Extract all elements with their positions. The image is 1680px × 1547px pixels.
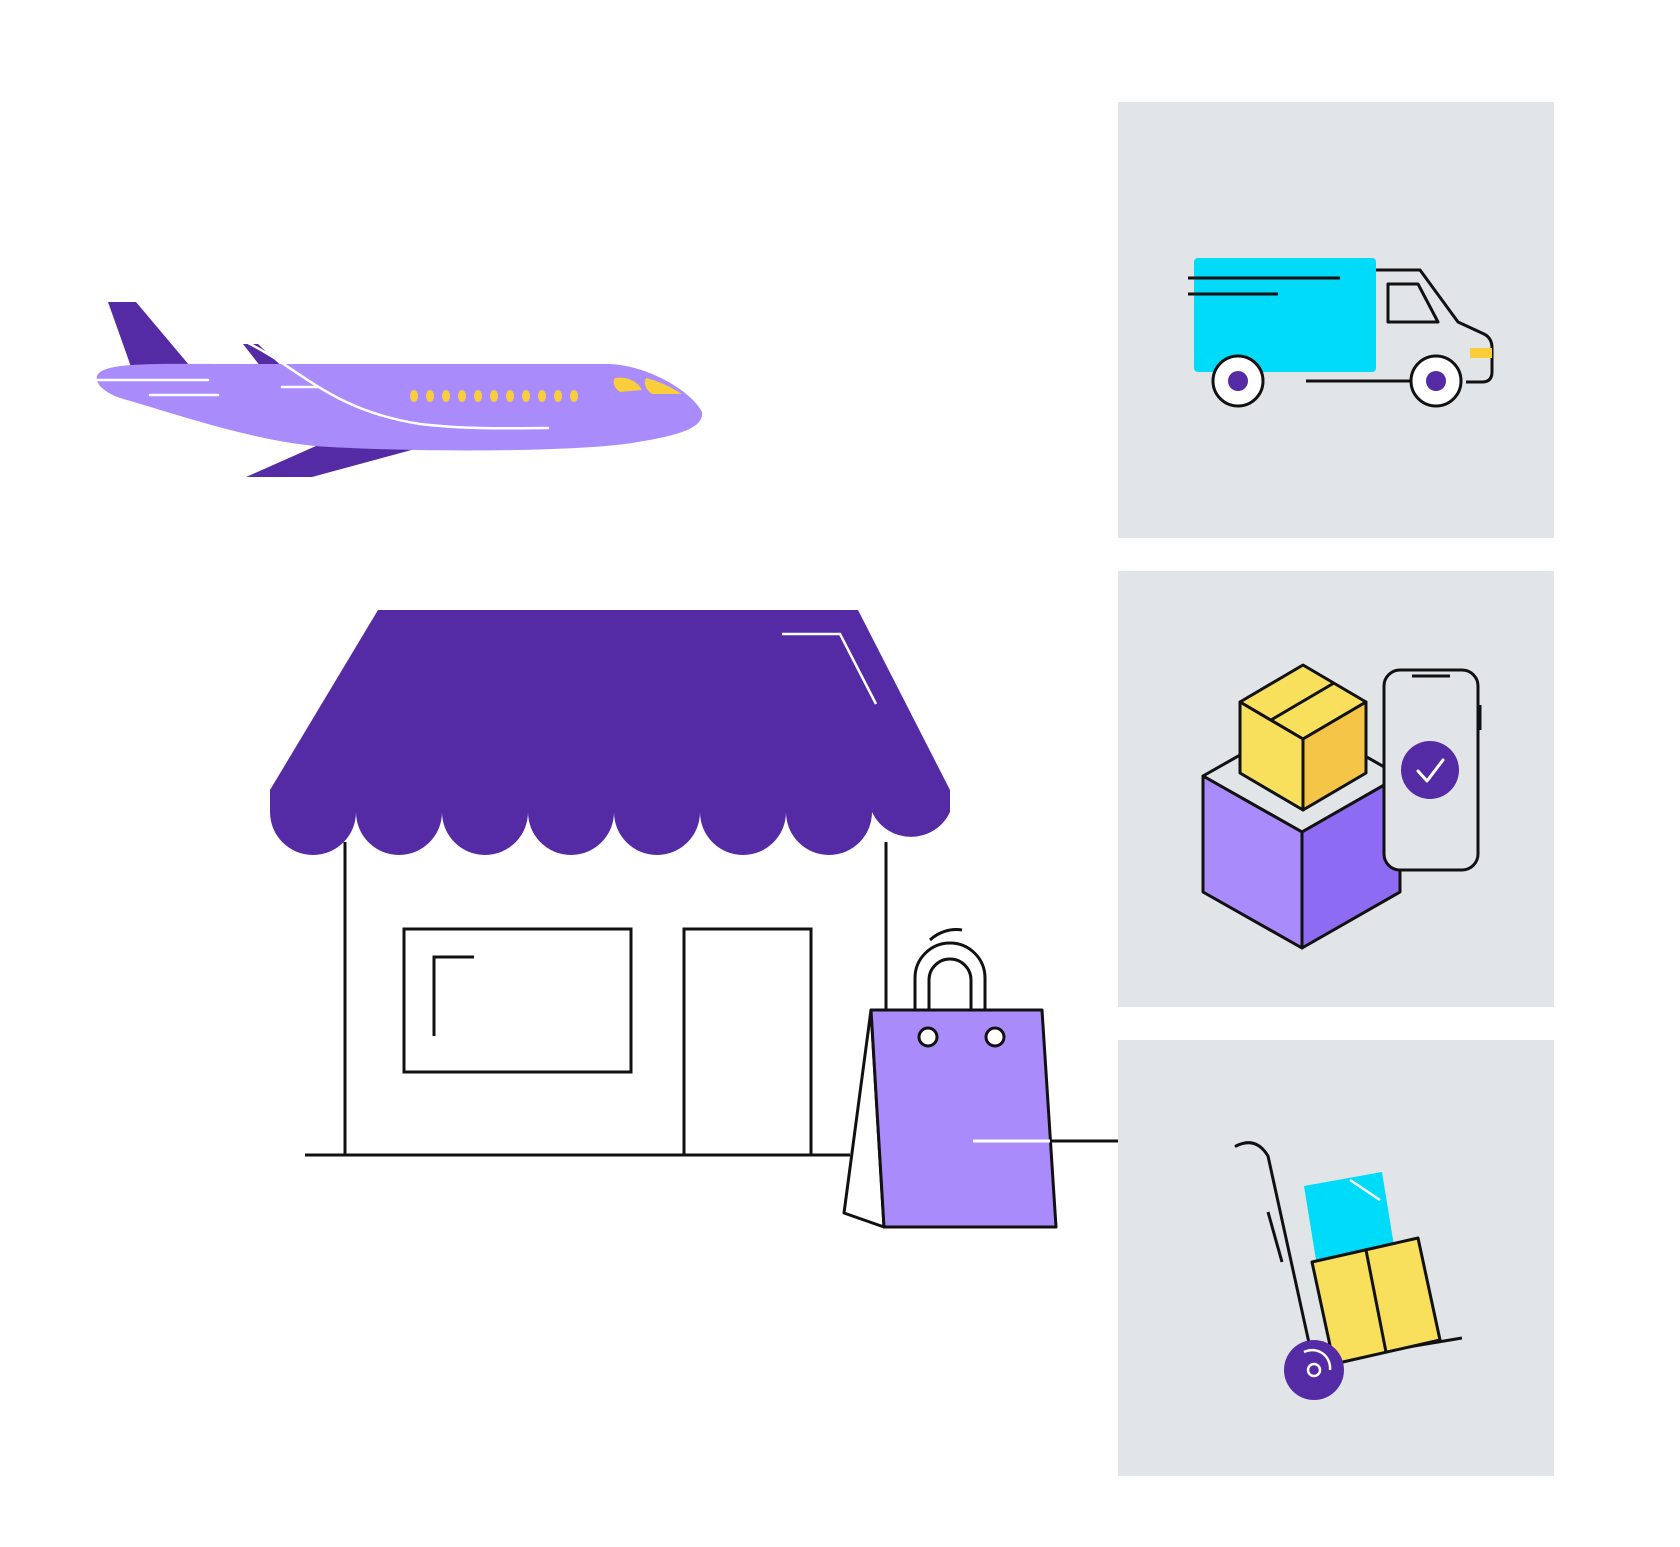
hand-truck-panel bbox=[1118, 1040, 1554, 1476]
storefront-icon bbox=[270, 610, 950, 1157]
delivery-truck-panel bbox=[1118, 102, 1554, 538]
delivery-truck-icon bbox=[1188, 258, 1494, 408]
shopping-bag-icon bbox=[842, 928, 1058, 1229]
package-confirmation-panel bbox=[1118, 571, 1554, 1007]
airplane-icon bbox=[92, 295, 703, 477]
package-phone-check-icon bbox=[1201, 663, 1482, 950]
hand-truck-boxes-icon bbox=[1234, 1141, 1463, 1400]
